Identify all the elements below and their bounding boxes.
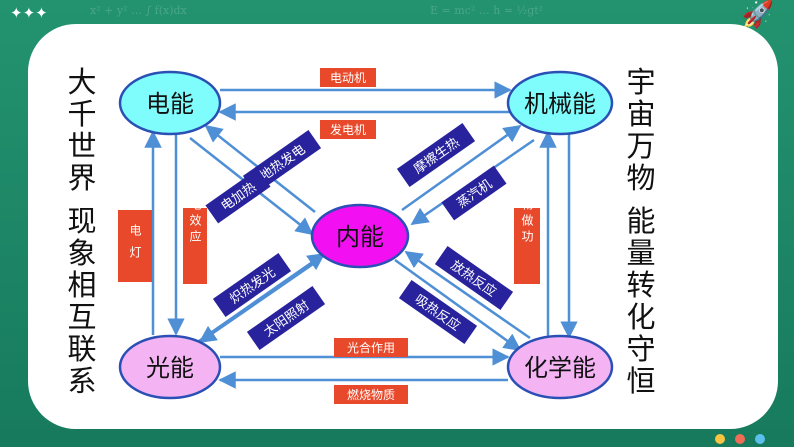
arrow-internal-to-light — [198, 260, 317, 344]
svg-text:发电机: 发电机 — [330, 122, 366, 137]
node-chemical — [506, 334, 614, 400]
label-photosynthesis: 光合作用 — [334, 338, 408, 357]
node-internal-label: 内能 — [336, 223, 384, 251]
svg-text:电动机: 电动机 — [330, 71, 366, 85]
node-light — [118, 334, 222, 400]
side-text-right-1: 宇宙万物 — [626, 65, 656, 195]
svg-text:生物做功: 生物做功 — [520, 182, 534, 246]
node-electric-label: 电能 — [146, 90, 194, 118]
rocket-icon: 🚀 — [741, 0, 774, 30]
label-bio-work: 生物做功 — [514, 182, 540, 284]
side-text-right-2: 能量转化守恒 — [626, 204, 656, 398]
label-generator: 发电机 — [320, 120, 376, 139]
arrow-internal-to-chemical — [394, 258, 522, 352]
node-mechanical — [506, 70, 614, 136]
side-text-left-1: 大千世界 — [67, 65, 97, 195]
side-text-left-2: 现象相互联系 — [67, 204, 97, 398]
chalk-doodle: E = mc² … h = ½gt² — [430, 4, 544, 17]
node-chemical-label: 化学能 — [524, 354, 596, 382]
label-motor: 电动机 — [320, 68, 376, 87]
bottom-decoration — [0, 429, 794, 447]
arrow-internal-to-mechanical — [401, 124, 522, 212]
node-electric — [118, 70, 222, 136]
label-combustion: 燃烧物质 — [334, 385, 408, 404]
node-internal — [310, 203, 410, 269]
svg-text:光合作用: 光合作用 — [347, 340, 395, 355]
svg-text:燃烧物质: 燃烧物质 — [347, 387, 395, 402]
svg-text:电灯: 电灯 — [128, 224, 142, 268]
label-sunlight: 太阳照射 — [246, 286, 326, 350]
label-photoelectric: 光电效应 — [183, 182, 207, 284]
label-lamp: 电灯 — [118, 210, 152, 282]
sticker-icon: ✦✦✦ — [10, 4, 48, 22]
svg-text:光电效应: 光电效应 — [188, 182, 202, 246]
label-friction: 摩擦生热 — [396, 123, 476, 187]
node-light-label: 光能 — [146, 354, 194, 382]
arrow-chemical-to-internal — [404, 250, 531, 340]
arrow-light-to-internal — [185, 252, 326, 352]
node-mechanical-label: 机械能 — [524, 90, 596, 118]
chalk-doodle: x² + y² … ∫ f(x)dx — [90, 4, 187, 17]
